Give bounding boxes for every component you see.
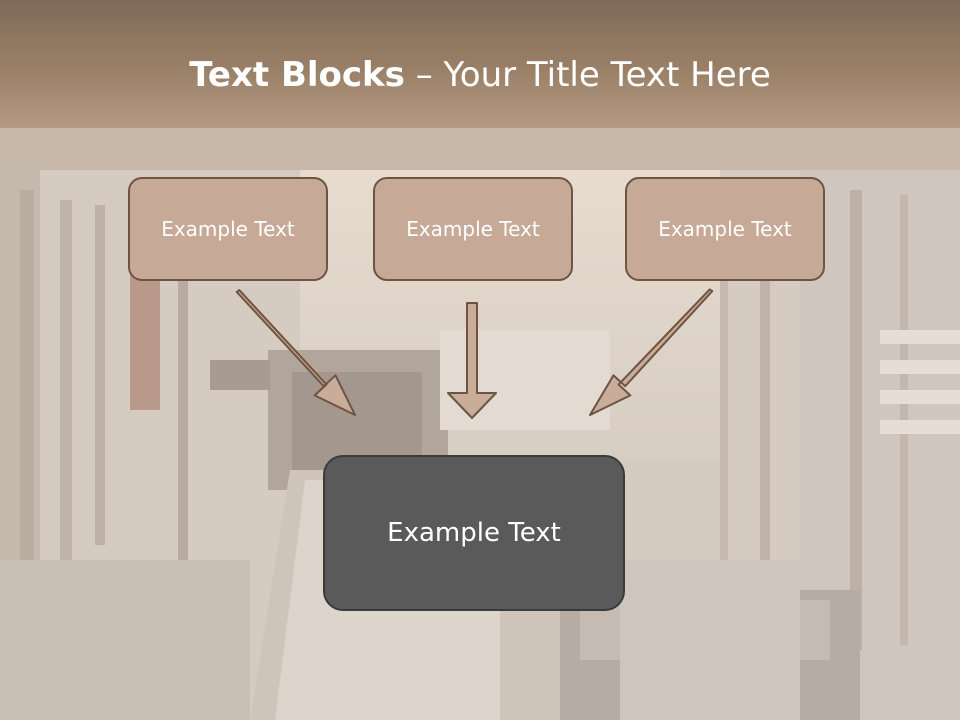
title-separator: – (404, 55, 444, 95)
title-band (0, 0, 960, 128)
arrow-left (235, 289, 356, 416)
title-bold: Text Blocks (189, 55, 405, 95)
arrow-middle (447, 302, 497, 419)
arrow-right (589, 288, 714, 416)
text-block-bottom-label: Example Text (387, 518, 561, 548)
text-block-middle[interactable]: Example Text (373, 177, 573, 281)
title-rest: Your Title Text Here (443, 55, 771, 95)
text-block-right[interactable]: Example Text (625, 177, 825, 281)
text-block-middle-label: Example Text (406, 217, 540, 241)
text-block-bottom[interactable]: Example Text (323, 455, 625, 611)
text-block-right-label: Example Text (658, 217, 792, 241)
text-block-left-label: Example Text (161, 217, 295, 241)
text-block-left[interactable]: Example Text (128, 177, 328, 281)
slide-title: Text Blocks – Your Title Text Here (0, 52, 960, 98)
